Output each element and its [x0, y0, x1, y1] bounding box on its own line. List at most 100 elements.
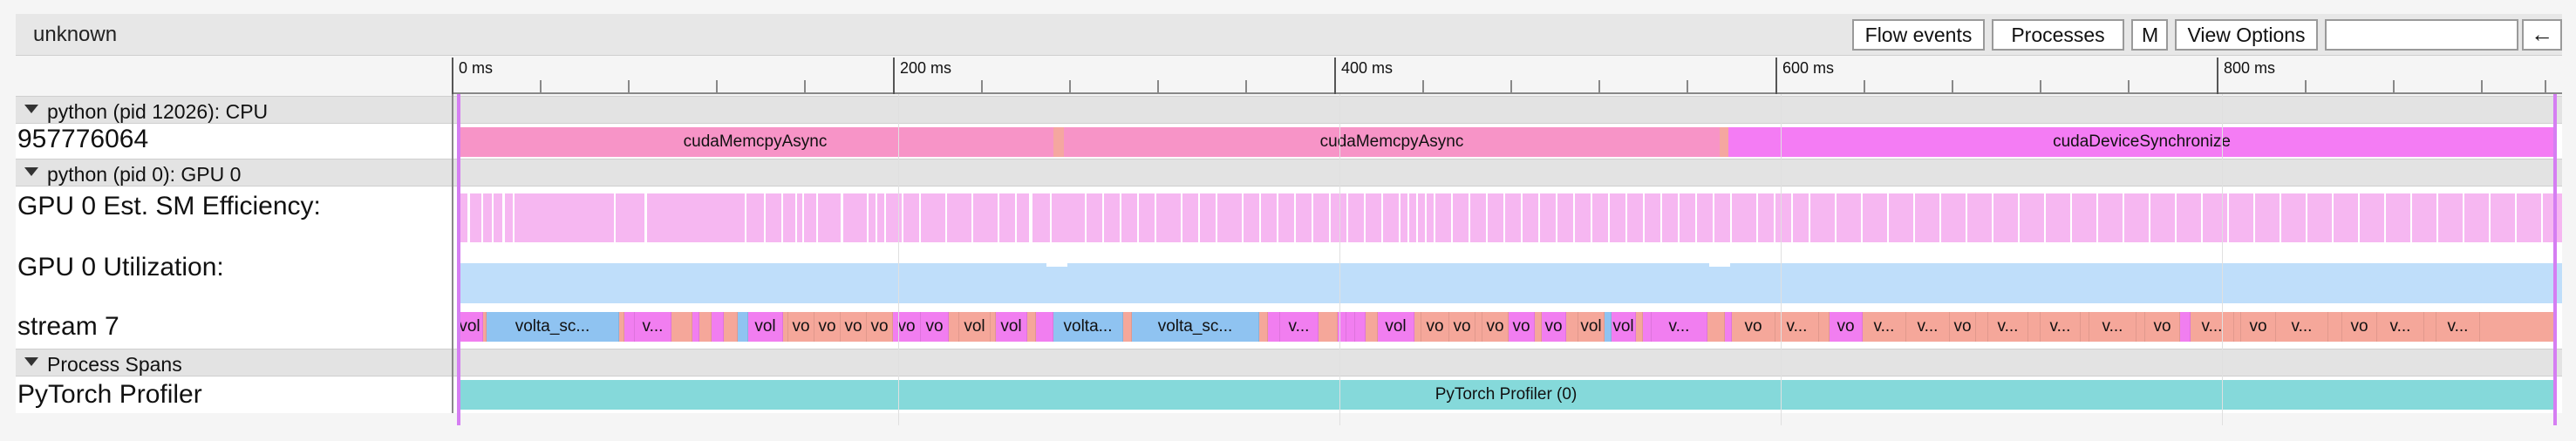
collapse-arrow-icon[interactable] — [24, 105, 38, 113]
stream-kernel-slice[interactable]: vo — [1509, 312, 1535, 342]
stream-kernel-slice[interactable]: vo — [814, 312, 841, 342]
stream-kernel-slice[interactable]: vol — [457, 312, 483, 342]
stream-kernel-slice[interactable] — [2081, 312, 2089, 342]
stream-kernel-slice[interactable]: vo — [788, 312, 814, 342]
stream-kernel-slice[interactable] — [699, 312, 712, 342]
profiler-slice[interactable]: PyTorch Profiler (0) — [457, 380, 2555, 410]
stream-kernel-slice[interactable]: vol — [1612, 312, 1636, 342]
stream-kernel-slice[interactable]: vol — [996, 312, 1027, 342]
stream-kernel-slice[interactable]: v... — [2436, 312, 2480, 342]
stream-kernel-slice[interactable] — [2234, 312, 2241, 342]
stream-kernel-slice[interactable]: vo — [921, 312, 949, 342]
stream-kernel-slice[interactable]: v... — [2377, 312, 2424, 342]
stream-kernel-slice[interactable] — [724, 312, 738, 342]
cpu-slice[interactable]: cudaDeviceSynchronize — [1728, 127, 2555, 157]
stream-kernel-slice[interactable]: volta_sc... — [487, 312, 619, 342]
cpu-slice[interactable] — [1720, 127, 1728, 157]
stream-kernel-slice[interactable] — [1319, 312, 1338, 342]
stream-kernel-slice[interactable] — [2480, 312, 2555, 342]
stream-kernel-slice[interactable] — [1027, 312, 1036, 342]
range-start-marker[interactable] — [457, 94, 460, 425]
stream-kernel-slice[interactable]: vo — [1950, 312, 1976, 342]
stream-kernel-slice[interactable] — [1643, 312, 1652, 342]
stream-kernel-slice[interactable]: v... — [2276, 312, 2328, 342]
stream-kernel-slice[interactable]: vo — [1830, 312, 1863, 342]
sm-efficiency-counter[interactable] — [457, 193, 2562, 242]
stream-kernel-slice[interactable]: vo — [1421, 312, 1449, 342]
stream-kernel-slice[interactable] — [2424, 312, 2436, 342]
stream-kernel-slice[interactable]: volta... — [1053, 312, 1123, 342]
collapse-arrow-icon[interactable] — [24, 167, 38, 176]
stream-kernel-slice[interactable]: vo — [1542, 312, 1566, 342]
stream-kernel-slice[interactable] — [1475, 312, 1482, 342]
stream-kernel-slice[interactable] — [1725, 312, 1732, 342]
stream-kernel-slice[interactable]: v... — [1652, 312, 1707, 342]
stream-kernel-slice[interactable]: v... — [2041, 312, 2081, 342]
stream-kernel-slice[interactable] — [738, 312, 748, 342]
m-button[interactable]: M — [2131, 19, 2168, 51]
stream-kernel-slice[interactable]: v... — [1280, 312, 1319, 342]
stream-kernel-slice[interactable]: vol — [748, 312, 783, 342]
stream-kernel-slice[interactable] — [1338, 312, 1346, 342]
stream-kernel-slice[interactable]: v... — [635, 312, 671, 342]
stream-kernel-slice[interactable] — [1036, 312, 1053, 342]
stream-kernel-slice[interactable]: v... — [1988, 312, 2028, 342]
processes-button[interactable]: Processes — [1992, 19, 2124, 51]
utilization-counter[interactable] — [457, 260, 2562, 303]
stream-kernel-slice[interactable] — [1707, 312, 1725, 342]
stream-kernel-slice[interactable]: vo — [1449, 312, 1475, 342]
stream-kernel-slice[interactable] — [1366, 312, 1378, 342]
stream-kernel-slice[interactable] — [1259, 312, 1268, 342]
search-input[interactable] — [2325, 19, 2518, 51]
stream-kernel-slice[interactable] — [2028, 312, 2041, 342]
stream-kernel-slice[interactable] — [2328, 312, 2342, 342]
stream-kernel-slice[interactable] — [1976, 312, 1988, 342]
stream-kernel-slice[interactable]: vol — [1378, 312, 1414, 342]
flow-events-button[interactable]: Flow events — [1852, 19, 1985, 51]
stream-kernel-slice[interactable] — [1268, 312, 1280, 342]
stream-kernel-slice[interactable]: vo — [1482, 312, 1509, 342]
stream-kernel-slice[interactable] — [712, 312, 724, 342]
label-divider[interactable] — [452, 94, 453, 413]
stream-kernel-slice[interactable] — [991, 312, 996, 342]
stream-kernel-slice[interactable] — [624, 312, 635, 342]
stream-kernel-slice[interactable] — [1414, 312, 1421, 342]
stream-kernel-slice[interactable] — [671, 312, 692, 342]
stream-kernel-slice[interactable]: vo — [893, 312, 921, 342]
stream-kernel-slice[interactable] — [1535, 312, 1542, 342]
stream-kernel-slice[interactable]: vo — [1732, 312, 1775, 342]
group-header-spans[interactable]: Process Spans — [16, 349, 2562, 377]
stream-kernel-slice[interactable]: vo — [841, 312, 867, 342]
cpu-slice[interactable]: cudaMemcpyAsync — [457, 127, 1053, 157]
stream-kernel-slice[interactable]: vo — [2145, 312, 2180, 342]
stream-kernel-slice[interactable] — [1566, 312, 1578, 342]
cpu-slice[interactable]: cudaMemcpyAsync — [1064, 127, 1720, 157]
range-end-marker[interactable] — [2553, 94, 2557, 425]
stream-kernel-slice[interactable]: vo — [2241, 312, 2276, 342]
view-options-button[interactable]: View Options — [2175, 19, 2318, 51]
stream-kernel-slice[interactable] — [949, 312, 959, 342]
stream-kernel-slice[interactable] — [1819, 312, 1830, 342]
stream-kernel-slice[interactable]: v... — [1906, 312, 1950, 342]
stream-kernel-slice[interactable] — [1355, 312, 1366, 342]
stream-kernel-slice[interactable] — [619, 312, 624, 342]
stream-kernel-slice[interactable] — [2180, 312, 2191, 342]
stream-kernel-slice[interactable] — [1605, 312, 1612, 342]
stream-kernel-slice[interactable] — [1346, 312, 1355, 342]
stream-kernel-slice[interactable] — [1636, 312, 1643, 342]
stream-kernel-slice[interactable]: v... — [2089, 312, 2136, 342]
stream-kernel-slice[interactable] — [783, 312, 788, 342]
stream-kernel-slice[interactable]: vo — [867, 312, 893, 342]
stream-kernel-slice[interactable]: volta_sc... — [1132, 312, 1259, 342]
stream-kernel-slice[interactable]: vo — [2342, 312, 2377, 342]
collapse-arrow-icon[interactable] — [24, 357, 38, 366]
group-header-cpu[interactable]: python (pid 12026): CPU — [16, 96, 2562, 124]
cpu-slice[interactable] — [1053, 127, 1064, 157]
stream-kernel-slice[interactable] — [2136, 312, 2145, 342]
stream-kernel-slice[interactable]: v... — [2191, 312, 2234, 342]
stream-kernel-slice[interactable]: vol — [1578, 312, 1605, 342]
stream-kernel-slice[interactable]: v... — [1775, 312, 1819, 342]
prev-arrow-icon[interactable]: ← — [2522, 19, 2562, 51]
stream-kernel-slice[interactable] — [1123, 312, 1132, 342]
stream-kernel-slice[interactable] — [483, 312, 487, 342]
